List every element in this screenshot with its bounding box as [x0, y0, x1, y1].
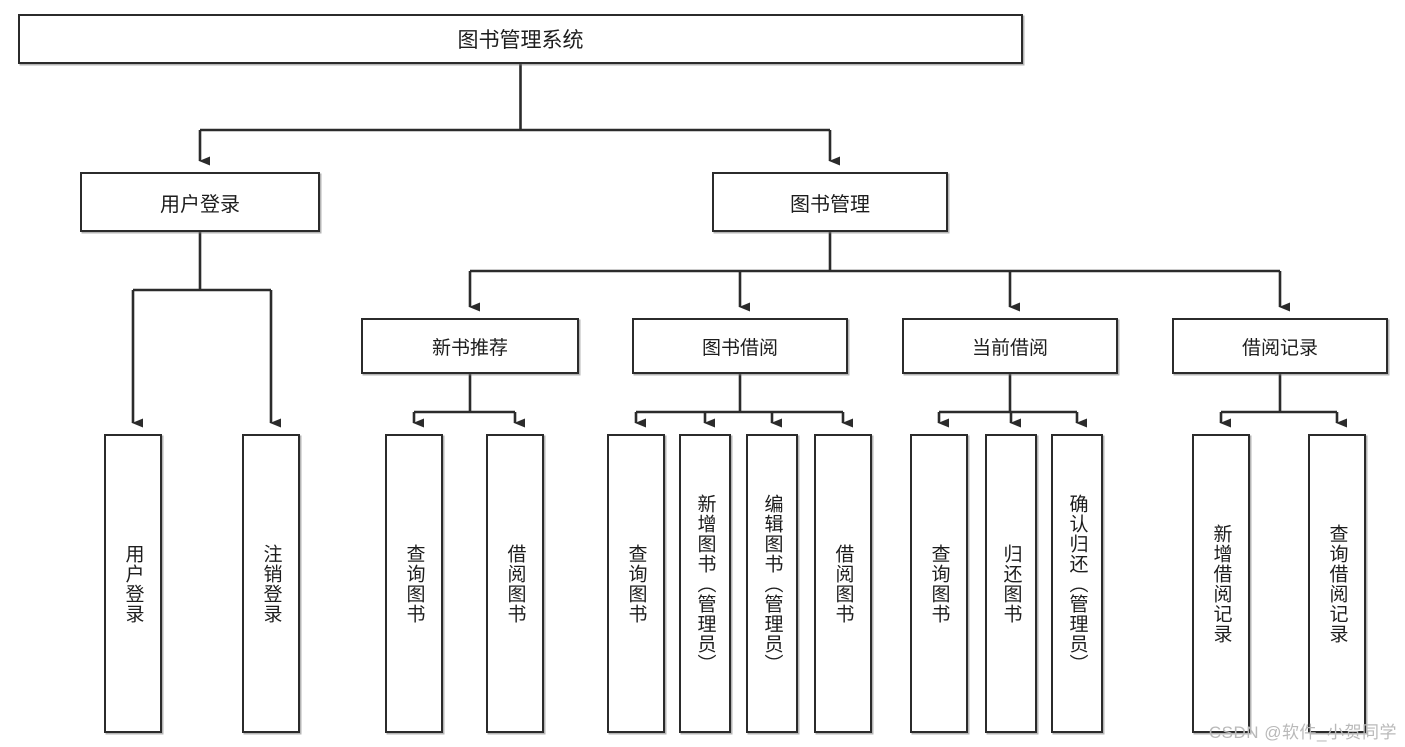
node-leaf-query-record-label: 查询借阅记录: [1326, 523, 1348, 644]
node-leaf-query-book-2[interactable]: 查询图书: [607, 434, 665, 733]
node-leaf-borrow-book-1-label: 借阅图书: [504, 543, 526, 624]
node-leaf-edit-book-label: 编辑图书（管理员）: [761, 493, 783, 674]
node-leaf-query-book-2-label: 查询图书: [625, 543, 647, 624]
node-leaf-confirm-return-label: 确认归还（管理员）: [1066, 493, 1088, 674]
node-leaf-query-record[interactable]: 查询借阅记录: [1308, 434, 1366, 733]
node-leaf-confirm-return[interactable]: 确认归还（管理员）: [1051, 434, 1103, 733]
node-borrow-record[interactable]: 借阅记录: [1172, 318, 1388, 374]
node-leaf-user-login[interactable]: 用户登录: [104, 434, 162, 733]
node-leaf-borrow-book-2[interactable]: 借阅图书: [814, 434, 872, 733]
watermark: CSDN @软件_小贺同学: [1208, 723, 1397, 742]
node-book-borrow-label: 图书借阅: [701, 337, 778, 359]
node-leaf-borrow-book-2-label: 借阅图书: [832, 543, 854, 624]
node-leaf-edit-book[interactable]: 编辑图书（管理员）: [746, 434, 798, 733]
node-current-borrow[interactable]: 当前借阅: [902, 318, 1118, 374]
node-user-login[interactable]: 用户登录: [80, 172, 320, 232]
node-leaf-return-book-label: 归还图书: [1000, 543, 1022, 624]
node-leaf-query-book-1[interactable]: 查询图书: [385, 434, 443, 733]
node-leaf-add-book[interactable]: 新增图书（管理员）: [679, 434, 731, 733]
node-leaf-return-book[interactable]: 归还图书: [985, 434, 1037, 733]
node-leaf-add-record[interactable]: 新增借阅记录: [1192, 434, 1250, 733]
node-leaf-user-login-label: 用户登录: [122, 543, 144, 624]
node-leaf-add-book-label: 新增图书（管理员）: [694, 493, 716, 674]
node-leaf-query-book-1-label: 查询图书: [403, 543, 425, 624]
node-current-borrow-label: 当前借阅: [971, 337, 1048, 359]
node-leaf-add-record-label: 新增借阅记录: [1210, 523, 1232, 644]
node-new-book-rec[interactable]: 新书推荐: [361, 318, 579, 374]
node-root-label: 图书管理系统: [457, 29, 584, 52]
node-book-manage[interactable]: 图书管理: [712, 172, 948, 232]
node-leaf-borrow-book-1[interactable]: 借阅图书: [486, 434, 544, 733]
node-leaf-logout[interactable]: 注销登录: [242, 434, 300, 733]
node-root[interactable]: 图书管理系统: [18, 14, 1023, 64]
node-leaf-query-book-3[interactable]: 查询图书: [910, 434, 968, 733]
node-book-borrow[interactable]: 图书借阅: [632, 318, 848, 374]
node-leaf-query-book-3-label: 查询图书: [928, 543, 950, 624]
node-leaf-logout-label: 注销登录: [260, 543, 282, 624]
node-user-login-label: 用户登录: [160, 193, 240, 216]
node-new-book-rec-label: 新书推荐: [431, 337, 508, 359]
node-borrow-record-label: 借阅记录: [1241, 337, 1318, 359]
node-book-manage-label: 图书管理: [790, 193, 870, 216]
